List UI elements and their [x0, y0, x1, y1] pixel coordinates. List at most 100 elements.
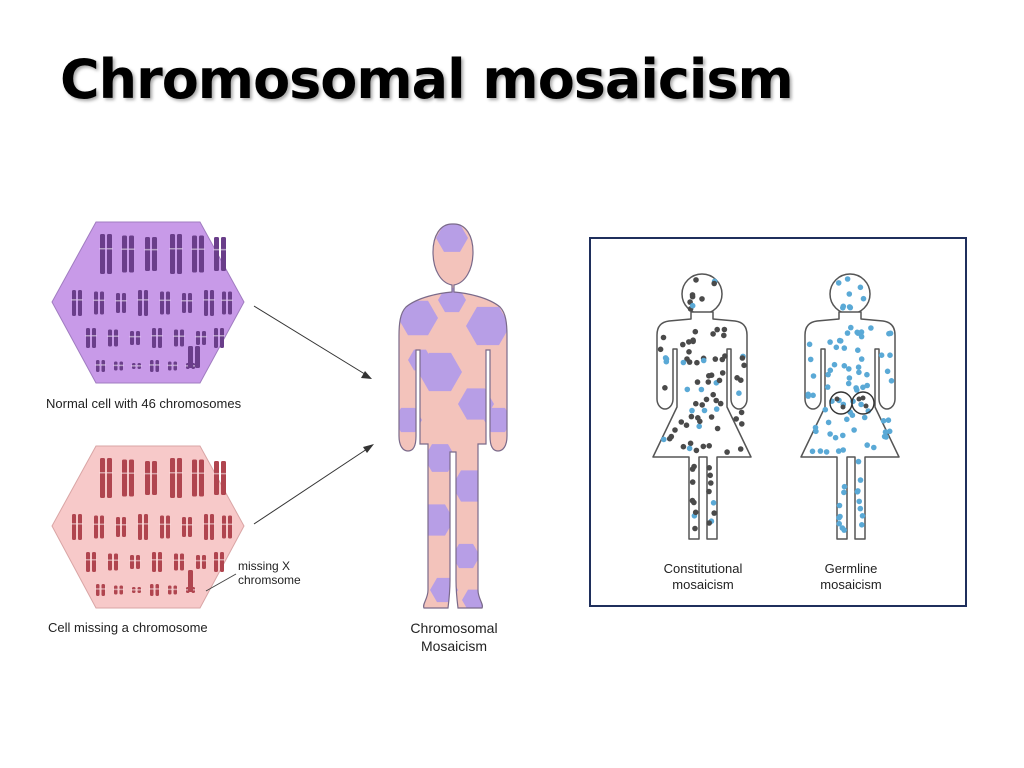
cell-dot-blue: [661, 436, 667, 443]
germline-label: Germline mosaicism: [820, 561, 882, 593]
cell-dot-dark: [666, 435, 673, 442]
chromosome: [96, 360, 100, 372]
chromosome: [114, 553, 118, 571]
cell-dot-dark: [687, 440, 694, 447]
chromosome-band: [115, 524, 121, 526]
cell-dot-blue: [825, 371, 831, 378]
chromosome: [100, 515, 104, 539]
cell-dot-blue: [861, 414, 868, 421]
chromosome: [180, 553, 184, 571]
cell-dot-blue: [835, 448, 842, 454]
cell-dot-dark: [706, 465, 712, 471]
chromosome-band: [77, 299, 83, 301]
chromosome: [72, 514, 76, 540]
chromosome: [86, 552, 90, 572]
cell-dot-dark: [710, 391, 716, 398]
chromosome-band: [219, 559, 225, 561]
chromosome: [170, 234, 175, 274]
chromosome-band: [159, 299, 165, 302]
chromosome-band: [165, 299, 171, 302]
chromosome: [204, 514, 208, 540]
constitutional-figure: [652, 273, 752, 540]
chromosome-band: [91, 559, 97, 561]
chromosome: [204, 290, 208, 316]
chromosome-band: [173, 559, 179, 561]
cell-dot-dark: [713, 397, 719, 404]
cell-dot-blue: [858, 329, 865, 335]
chromosome-band: [119, 588, 124, 591]
chromosome: [130, 555, 134, 569]
chromosome: [210, 514, 214, 540]
chromosome-band: [121, 472, 128, 474]
cell-dot-blue: [663, 356, 670, 362]
germline-figure: [800, 273, 900, 540]
chromosome: [145, 237, 150, 271]
mosaicism-types-panel: Constitutional mosaicism Germline mosaic…: [589, 237, 967, 607]
cell-dot-blue: [840, 432, 846, 439]
cell-dot-blue: [689, 407, 695, 414]
cell-dot-blue: [857, 477, 864, 483]
chromosome-band: [71, 299, 77, 301]
cell-dot-dark: [683, 422, 690, 428]
cell-dot-blue: [855, 347, 861, 353]
cell-dot-blue: [878, 352, 885, 358]
chromosome: [174, 553, 178, 571]
chromosome-band: [179, 559, 185, 561]
chromosome: [78, 514, 82, 540]
cell-dot-dark: [680, 341, 686, 348]
mosaic-patch: [466, 306, 507, 346]
chromosome-band: [167, 364, 172, 367]
chromosome: [100, 291, 104, 315]
chromosome-band: [137, 299, 143, 301]
cell-dot-dark: [692, 509, 699, 516]
chromosome: [155, 584, 159, 596]
cell-dot-blue: [864, 382, 870, 389]
cell-dot-dark: [714, 425, 721, 432]
cell-dot-blue: [885, 417, 892, 423]
arrow-missing-to-body: [253, 444, 374, 525]
cell-dot-dark: [734, 375, 740, 381]
cell-dot-blue: [858, 356, 865, 362]
gonad-dot: [834, 396, 840, 402]
cell-dot-dark: [693, 447, 700, 454]
chromosome-band: [137, 589, 142, 591]
chromosome-band: [129, 335, 135, 338]
cell-dot-blue: [807, 356, 814, 363]
cell-dot-blue: [887, 352, 893, 358]
chromosome-band: [191, 248, 198, 250]
chromosome-band: [121, 300, 127, 302]
cell-dot-dark: [672, 427, 678, 433]
cell-dot-blue: [884, 368, 891, 375]
cell-dot-blue: [835, 280, 842, 286]
cell-dot-blue: [846, 304, 853, 310]
chromosome-band: [144, 472, 151, 475]
chromosome-band: [143, 299, 149, 301]
chromosome-band: [195, 335, 201, 338]
chromosome: [92, 552, 96, 572]
chromosome-band: [93, 523, 99, 526]
cell-dot-dark: [691, 463, 697, 470]
cell-dot-dark: [741, 362, 747, 369]
chromosome-band: [101, 364, 106, 366]
chromosome: [107, 458, 112, 498]
chromosome: [78, 290, 82, 316]
cell-dot-blue: [836, 520, 842, 527]
cell-dot-dark: [693, 277, 699, 283]
chromosome: [122, 293, 126, 313]
chromosome: [199, 235, 204, 273]
chromosome: [166, 291, 170, 315]
chromosome: [130, 331, 134, 345]
gonad-dot: [840, 404, 846, 410]
cell-dot-blue: [860, 295, 867, 302]
missing-cell-chromosomes: [71, 458, 233, 596]
chromosome-band: [179, 335, 185, 337]
cell-dot-blue: [848, 324, 854, 331]
cell-dot-dark: [662, 385, 668, 391]
cell-dot-blue: [855, 364, 862, 370]
chromosome: [136, 331, 140, 345]
chromosome: [96, 584, 100, 596]
cell-dot-dark: [737, 446, 744, 452]
chromosome-band: [113, 588, 118, 591]
chromosome: [158, 552, 162, 572]
chromosome: [100, 234, 105, 274]
